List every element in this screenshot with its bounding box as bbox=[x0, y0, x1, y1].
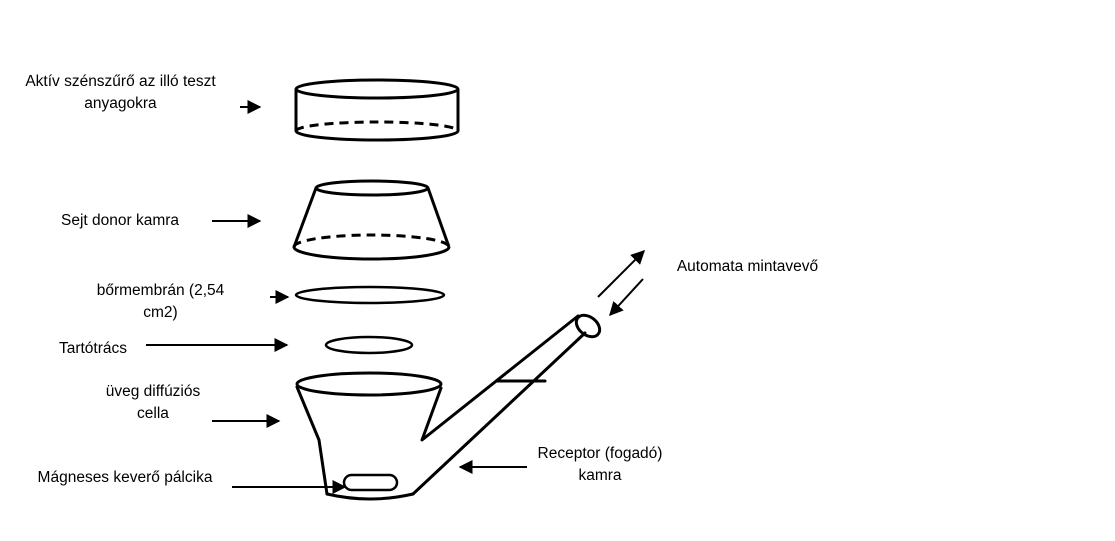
skin-membrane-shape bbox=[294, 285, 446, 305]
stir-bar-shape bbox=[342, 473, 399, 492]
support-grid-shape bbox=[324, 335, 414, 355]
label-carbon-filter: Aktív szénszűrő az illó teszt anyagokra bbox=[25, 73, 216, 112]
label-skin-membrane: bőrmembrán (2,54 cm2) bbox=[96, 282, 225, 321]
sampler-arrow-out bbox=[597, 250, 645, 298]
carbon-filter-shape bbox=[294, 78, 460, 142]
donor-chamber-shape bbox=[292, 179, 451, 261]
label-receptor: Receptor (fogadó) kamra bbox=[537, 445, 663, 484]
label-support-grid: Tartótrács bbox=[58, 340, 128, 357]
label-sampler: Automata mintavevő bbox=[676, 258, 819, 275]
glass-diffusion-cell-shape bbox=[295, 313, 602, 501]
label-stir-bar: Mágneses keverő pálcika bbox=[37, 469, 213, 486]
label-glass-cell: üveg diffúziós cella bbox=[105, 383, 201, 422]
label-donor-chamber: Sejt donor kamra bbox=[60, 212, 180, 229]
sampler-arrow-in bbox=[609, 278, 644, 317]
